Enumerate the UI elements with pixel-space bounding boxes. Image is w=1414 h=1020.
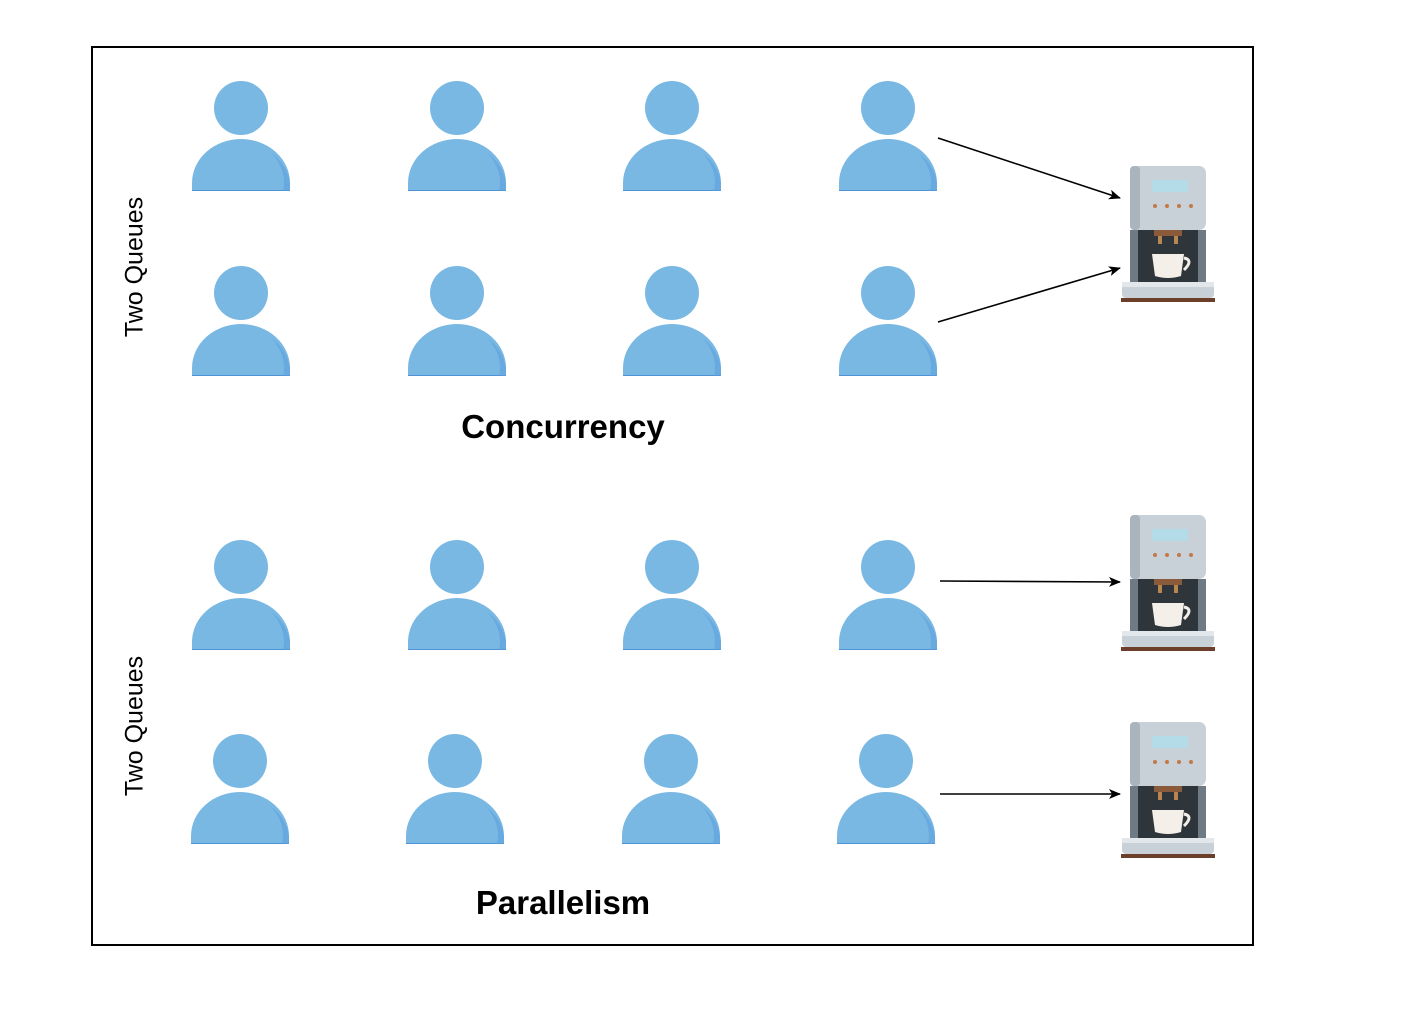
parallelism-title: Parallelism — [475, 884, 651, 921]
person-icon — [839, 81, 937, 191]
person-icon — [408, 540, 506, 650]
coffee-machine-icon — [1119, 164, 1217, 304]
person-icon — [408, 81, 506, 191]
queue-arrow — [939, 576, 1121, 587]
person-icon — [191, 734, 289, 844]
person-icon — [622, 734, 720, 844]
coffee-machine-icon — [1119, 720, 1217, 860]
person-icon — [623, 266, 721, 376]
coffee-machine-icon — [1119, 513, 1217, 653]
person-icon — [192, 81, 290, 191]
person-icon — [837, 734, 935, 844]
concurrency-title: Concurrency — [461, 408, 665, 445]
queue-arrow — [937, 266, 1121, 323]
person-icon — [839, 540, 937, 650]
person-icon — [192, 540, 290, 650]
queue-arrow — [937, 137, 1121, 200]
person-icon — [192, 266, 290, 376]
person-icon — [623, 540, 721, 650]
diagram-frame — [91, 46, 1254, 946]
person-icon — [408, 266, 506, 376]
person-icon — [623, 81, 721, 191]
person-icon — [839, 266, 937, 376]
person-icon — [406, 734, 504, 844]
